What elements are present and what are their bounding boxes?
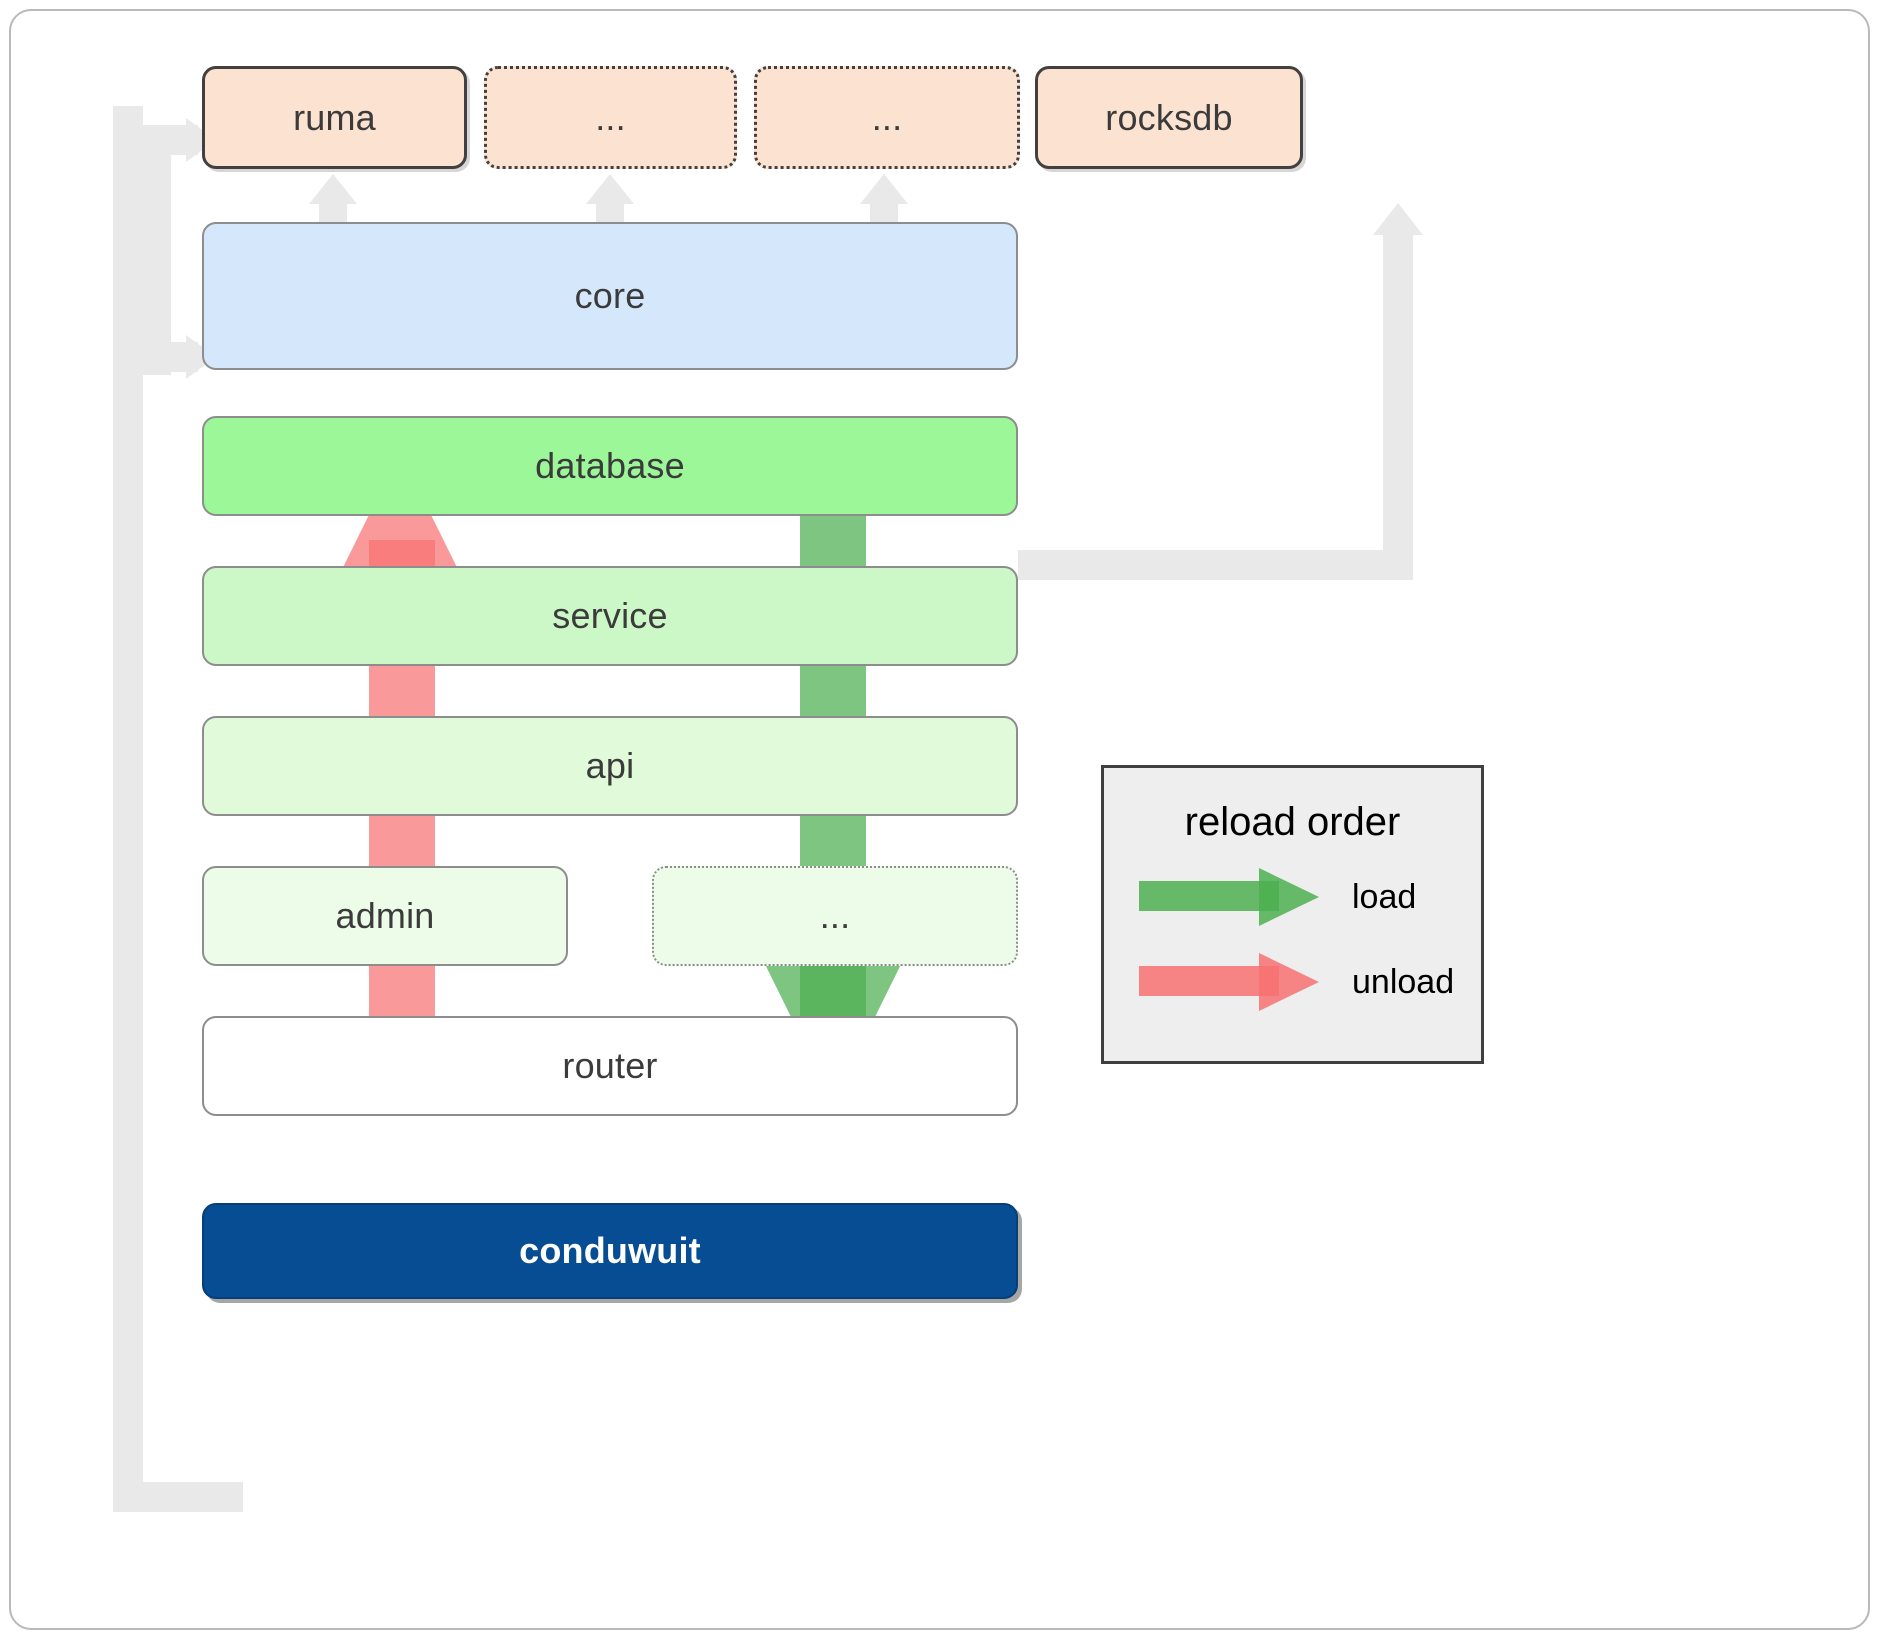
connector-db-to-rocksdb-v — [1383, 230, 1413, 565]
legend-unload-label: unload — [1352, 963, 1455, 1001]
legend-load-head — [1259, 868, 1319, 926]
node-api[interactable]: api — [202, 716, 1018, 816]
legend-unload-shaft — [1139, 966, 1279, 996]
node-conduwuit[interactable]: conduwuit — [202, 1203, 1018, 1299]
node-router[interactable]: router — [202, 1016, 1018, 1116]
node-dep-dots-1[interactable]: ... — [484, 66, 737, 169]
node-database-label: database — [535, 445, 685, 486]
connector-left-spine — [113, 106, 143, 1512]
node-core-label: core — [574, 275, 646, 316]
node-dep-dots-2-label: ... — [871, 96, 903, 138]
node-layer-dots[interactable]: ... — [652, 866, 1018, 966]
arrow-core-to-dots2-head — [860, 174, 908, 204]
node-service-label: service — [552, 595, 668, 636]
connector-db-to-rocksdb-head — [1373, 203, 1423, 235]
legend-unload-head — [1259, 953, 1319, 1011]
node-dep-dots-2[interactable]: ... — [754, 66, 1020, 169]
node-router-label: router — [562, 1045, 658, 1086]
node-ruma-label: ruma — [293, 96, 376, 138]
node-service[interactable]: service — [202, 566, 1018, 666]
node-core[interactable]: core — [202, 222, 1018, 370]
arrow-core-to-dots1-head — [586, 174, 634, 204]
node-admin[interactable]: admin — [202, 866, 568, 966]
node-conduwuit-label: conduwuit — [519, 1230, 701, 1271]
node-api-label: api — [585, 745, 635, 786]
node-layer-dots-label: ... — [819, 895, 851, 936]
connector-db-to-rocksdb-h — [1018, 550, 1413, 580]
legend-load-shaft — [1139, 881, 1279, 911]
node-database[interactable]: database — [202, 416, 1018, 516]
connector-left-inner — [143, 125, 171, 375]
connector-to-conduwuit — [113, 1482, 243, 1512]
node-ruma[interactable]: ruma — [202, 66, 467, 169]
node-dep-dots-1-label: ... — [595, 96, 626, 138]
legend-title: reload order — [1184, 800, 1401, 844]
node-rocksdb-label: rocksdb — [1105, 96, 1233, 138]
legend-load-label: load — [1352, 878, 1417, 916]
node-rocksdb[interactable]: rocksdb — [1035, 66, 1303, 169]
arrow-core-to-ruma-head — [309, 174, 357, 204]
legend-box: reload order load unload — [1101, 765, 1484, 1064]
node-admin-label: admin — [335, 895, 435, 936]
